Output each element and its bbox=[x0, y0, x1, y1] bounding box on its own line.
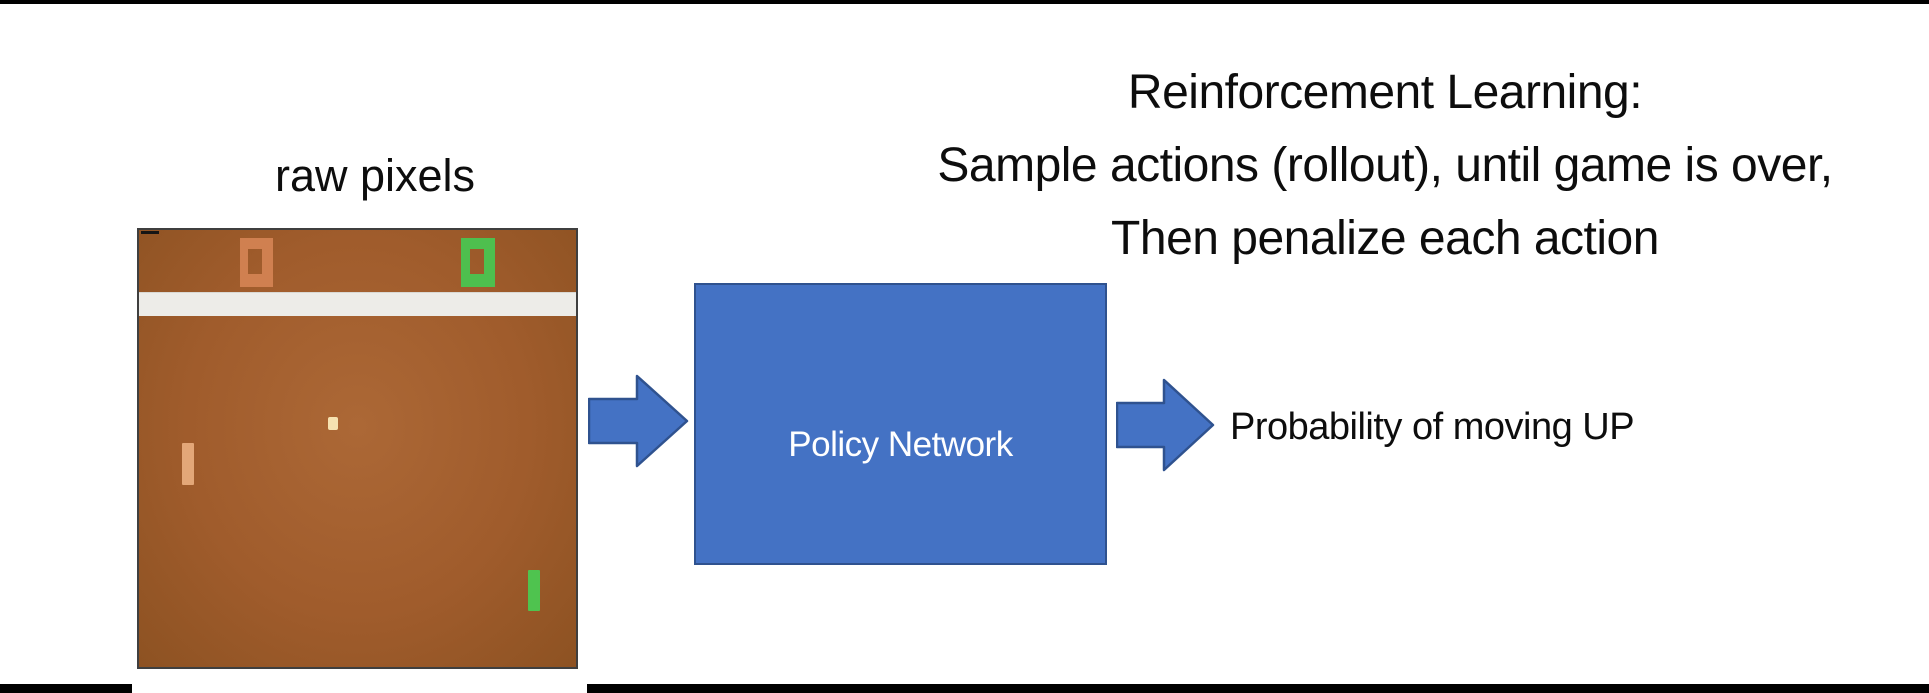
pong-ball bbox=[328, 417, 338, 430]
input-flow-arrow-icon bbox=[588, 374, 689, 468]
policy-network-label: Policy Network bbox=[788, 425, 1013, 464]
game-white-band bbox=[139, 292, 576, 316]
right-score-digit-zero bbox=[461, 238, 495, 287]
policy-network-box: Policy Network bbox=[694, 283, 1107, 565]
left-paddle bbox=[182, 443, 194, 485]
left-score-digit-zero bbox=[240, 238, 273, 287]
slide-title: Reinforcement Learning: Sample actions (… bbox=[850, 56, 1920, 275]
bottom-edge-bar bbox=[0, 684, 1929, 693]
title-line-1: Reinforcement Learning: bbox=[1127, 66, 1643, 119]
output-flow-arrow-icon bbox=[1116, 378, 1215, 472]
game-top-left-tick bbox=[141, 231, 159, 234]
figure-white-backing bbox=[132, 669, 587, 693]
right-paddle bbox=[528, 570, 540, 611]
pong-game-screenshot bbox=[137, 228, 578, 669]
raw-pixels-caption: raw pixels bbox=[274, 150, 476, 201]
title-line-3: Then penalize each action bbox=[1111, 212, 1659, 265]
title-line-2: Sample actions (rollout), until game is … bbox=[937, 139, 1833, 192]
probability-output-label: Probability of moving UP bbox=[1230, 406, 1635, 448]
top-edge-bar bbox=[0, 0, 1929, 4]
